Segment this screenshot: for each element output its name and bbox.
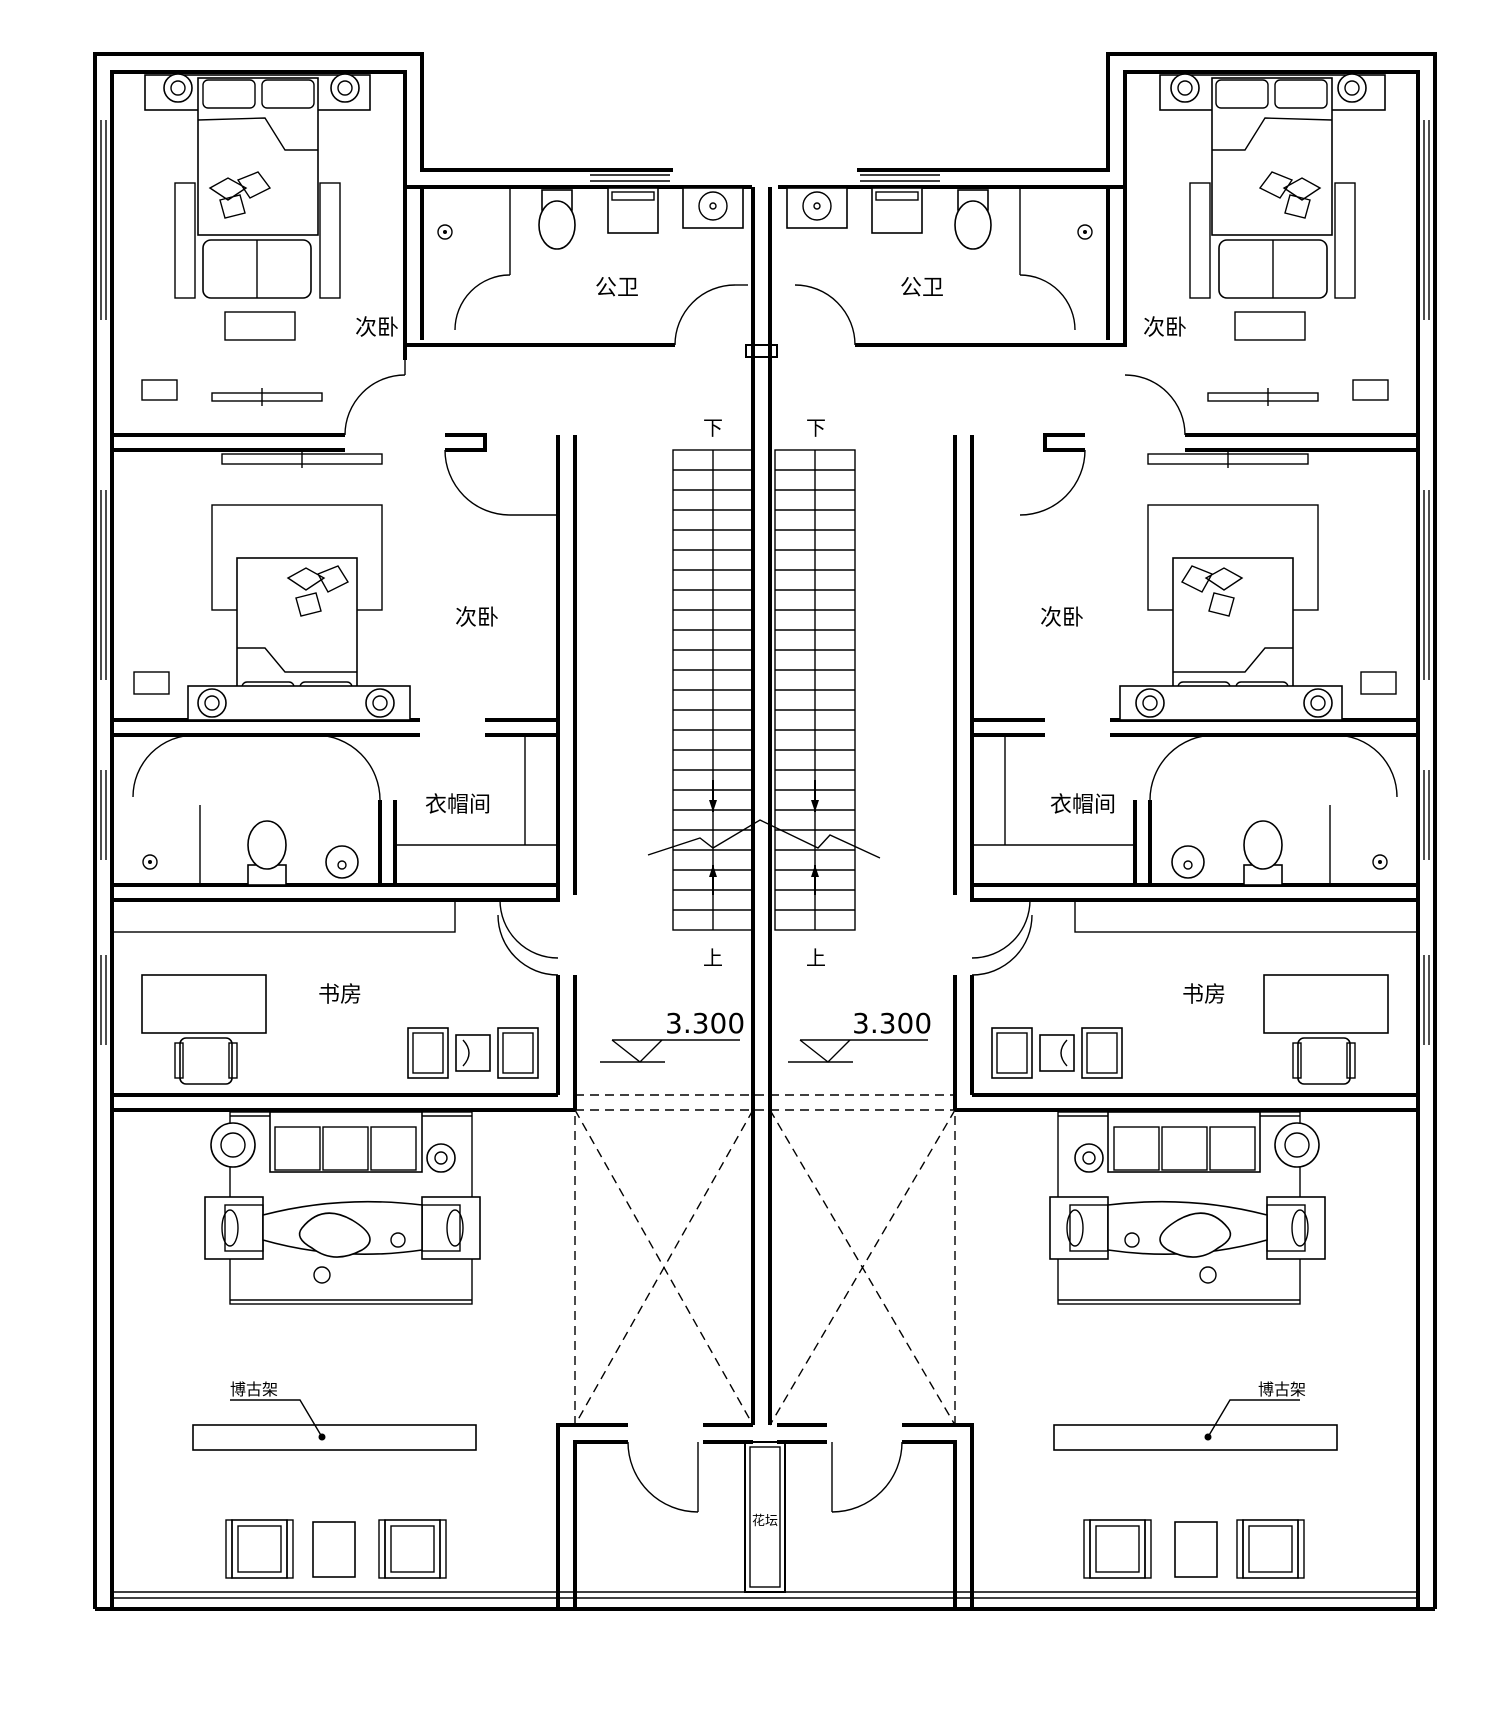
flower-bed [744,1441,786,1593]
room-label-secondary-bedroom: 次卧 [1143,316,1187,341]
labels: 次卧 次卧 次卧 次卧 公卫 公卫 衣帽间 衣帽间 书房 书房 博古架 博古架 … [230,276,1306,1529]
label-antique-shelf: 博古架 [230,1380,278,1399]
room-label-study: 书房 [1182,983,1226,1008]
left-interior-walls [112,187,753,1609]
elevation-marks [600,1039,928,1063]
windows [100,120,1430,1045]
stair-up-label: 上 [703,946,723,970]
room-label-cloakroom: 衣帽间 [1050,793,1116,818]
stair-up-label: 上 [806,946,826,970]
room-label-secondary-bedroom: 次卧 [355,316,399,341]
party-wall [745,187,778,1425]
stair-down-label: 下 [703,416,723,440]
room-label-secondary-bedroom: 次卧 [455,606,499,631]
label-antique-shelf: 博古架 [1258,1380,1306,1399]
left-furniture [111,73,744,1579]
stairs [647,449,881,931]
room-label-study: 书房 [318,983,362,1008]
stair-down-label: 下 [806,416,826,440]
elevation-label: 3.300 [852,1007,932,1040]
room-label-public-bathroom: 公卫 [595,276,639,301]
void-area [574,1094,956,1426]
elevation-label: 3.300 [665,1007,745,1040]
room-label-secondary-bedroom: 次卧 [1040,606,1084,631]
room-label-public-bathroom: 公卫 [900,276,944,301]
doors [132,187,1398,1513]
label-flower-bed: 花坛 [752,1513,778,1529]
right-interior-walls [777,187,1418,1609]
right-furniture [786,73,1419,1579]
room-label-cloakroom: 衣帽间 [425,793,491,818]
